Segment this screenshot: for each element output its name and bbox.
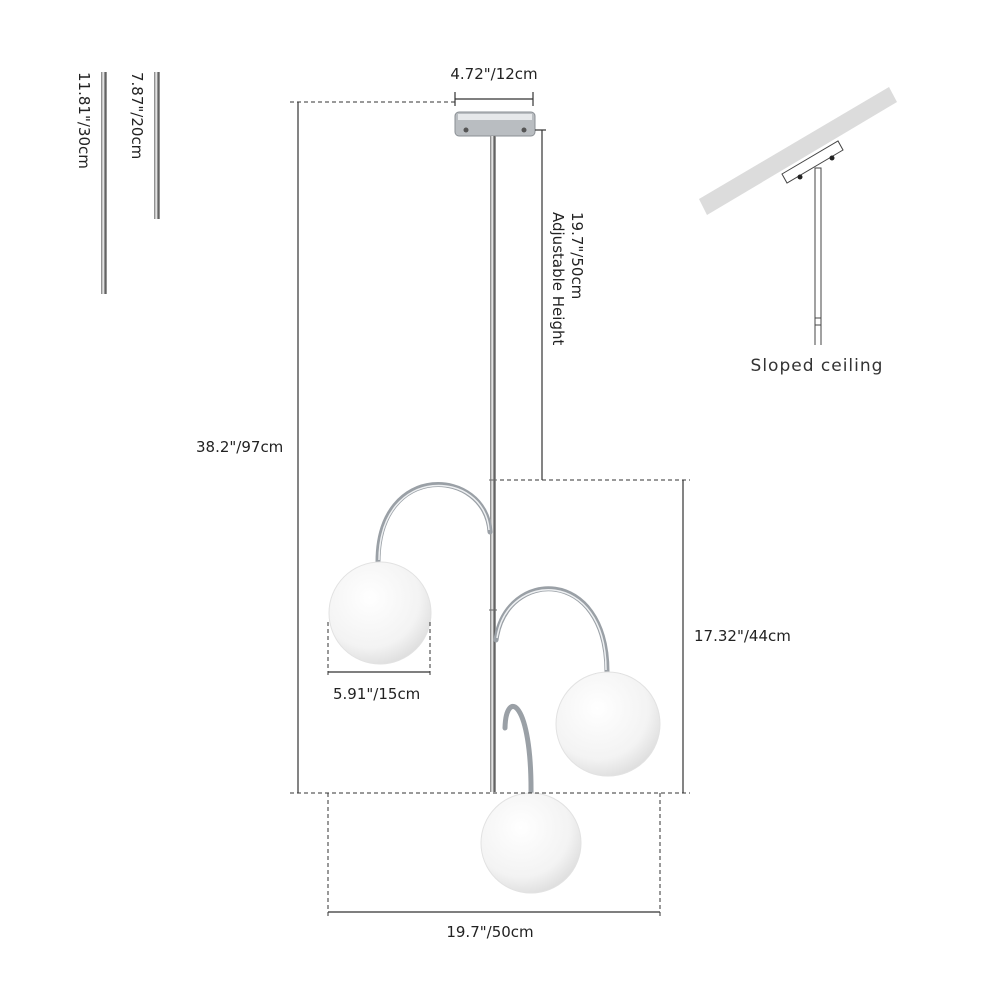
total-height-label: 38.2"/97cm xyxy=(196,438,283,456)
canopy xyxy=(454,111,536,137)
sloped-ceiling-illustration xyxy=(699,87,897,345)
total-width-dimension xyxy=(327,793,661,918)
left-arm xyxy=(375,481,493,565)
rod-long-label: 11.81"/30cm xyxy=(75,72,93,169)
sloped-ceiling-label: Sloped ceiling xyxy=(751,356,884,376)
total-width-label: 19.7"/50cm xyxy=(446,923,533,941)
main-rod xyxy=(490,136,496,792)
canopy-width-dimension xyxy=(454,92,534,106)
globe-left xyxy=(328,561,432,665)
extension-rod-short xyxy=(154,72,160,219)
extension-rod-long xyxy=(101,72,107,294)
adjustable-height-dimension xyxy=(535,129,546,480)
fixture-height-label: 17.32"/44cm xyxy=(694,627,791,645)
globe-right xyxy=(555,671,661,777)
globe-diameter-label: 5.91"/15cm xyxy=(333,685,420,703)
globe-bottom xyxy=(480,792,582,894)
globe-diameter-dimension xyxy=(327,622,431,678)
canopy-width-label: 4.72"/12cm xyxy=(450,65,537,83)
adjustable-height-label: 19.7"/50cm xyxy=(568,212,586,299)
adjustable-height-caption: Adjustable Height xyxy=(549,212,567,345)
total-height-dimension xyxy=(290,101,690,794)
fixture-height-dimension xyxy=(500,479,690,793)
bottom-arm xyxy=(502,704,534,798)
right-arm xyxy=(493,586,610,675)
rod-short-label: 7.87"/20cm xyxy=(128,72,146,159)
